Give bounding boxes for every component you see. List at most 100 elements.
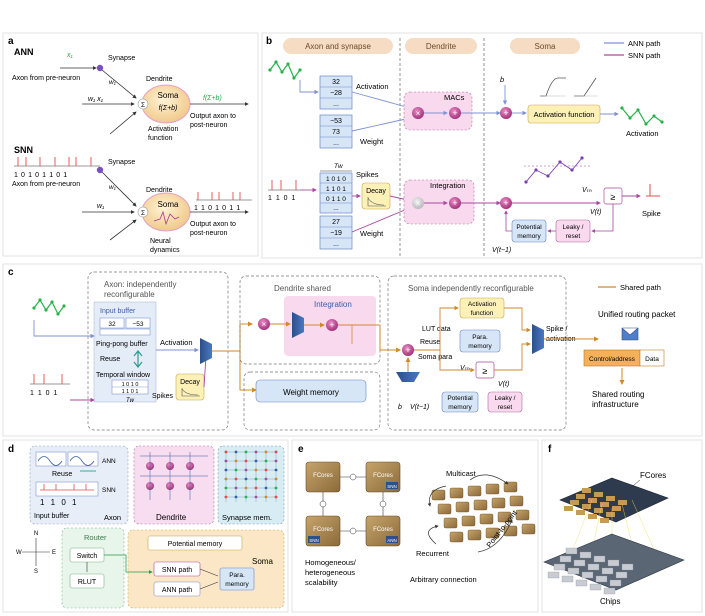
synapse-cell — [244, 495, 248, 499]
vt-label: V(t) — [590, 209, 601, 216]
d-reuse-label: Reuse — [52, 471, 72, 478]
synapse-cell — [224, 495, 228, 499]
chip-tile — [521, 523, 536, 535]
chip-cell — [579, 551, 592, 559]
d-pe-array — [140, 452, 208, 500]
d-dendrite-box — [133, 445, 215, 525]
synapse-cell — [244, 450, 248, 454]
c-ann-input-dots — [32, 298, 66, 316]
header-dendrite — [405, 38, 477, 54]
snn-soma-label: Soma — [158, 200, 179, 209]
ann-input-dots — [268, 60, 302, 80]
c-activation-fn-2: function — [471, 310, 494, 317]
w1x1-label: w₁ x₁ — [88, 96, 104, 103]
snn-soma-add-sign: + — [503, 198, 508, 208]
snn-dendrite-arrow-3 — [109, 219, 137, 241]
c-leaky-reset-2: reset — [498, 404, 513, 411]
decay-text: Decay — [366, 188, 386, 195]
c-soma-add — [402, 344, 414, 356]
synapse-cell — [234, 486, 238, 490]
chip-cell — [567, 567, 580, 575]
snn-add-sign: + — [452, 198, 457, 208]
fcore-cell — [594, 492, 603, 497]
dendrite-mux — [292, 312, 304, 338]
snn-dendrite-arrow-1 — [101, 171, 137, 207]
macs-box — [403, 91, 473, 131]
panel-e: e FCores FCores SNN FCores SNN FCores AN… — [291, 439, 539, 613]
chip-cell — [595, 575, 608, 583]
fcores-grid — [564, 488, 627, 523]
c-potential-memory-2: memory — [448, 404, 472, 411]
fcore-cell — [612, 506, 621, 511]
chip-cell — [589, 583, 602, 591]
weight-buffer — [319, 114, 353, 149]
chip-cell — [603, 587, 616, 595]
d-para-memory — [219, 567, 255, 591]
dendrite-arrow-1 — [101, 69, 137, 99]
pingpong-label: Ping-pong buffer — [96, 341, 148, 348]
panel-d: d ANN Reuse SNN 1 1 0 1 Input buffer Axo… — [2, 439, 289, 613]
dendrite-label: Dendrite — [146, 76, 173, 83]
fcore-cell — [576, 510, 585, 515]
snn-w1-b: w₁ — [97, 203, 105, 210]
snn-out-spike-train — [197, 192, 241, 200]
sigma: Σ — [141, 102, 145, 109]
weight-memory-outer — [243, 371, 381, 431]
fcore-tile-2-tag — [386, 482, 398, 489]
synapse-cell — [254, 495, 258, 499]
add-op-sign: + — [452, 108, 457, 118]
fcore-cell — [582, 488, 591, 493]
potential-memory-1: Potential — [516, 224, 542, 231]
legend-snn-text: SNN path — [628, 51, 661, 60]
d-router-to-soma — [104, 554, 153, 574]
ann-input-wave — [269, 60, 301, 80]
snn-dendrite-label: Dendrite — [146, 187, 173, 194]
chip-cell — [587, 563, 600, 571]
c-b-label: b — [398, 404, 402, 411]
snn-bits-out: 1 1 0 1 0 1 1 — [194, 205, 241, 212]
c-mult-op — [258, 318, 270, 330]
panel-c-letter: c — [8, 267, 14, 278]
temporal-window-label: Temporal window — [96, 372, 151, 379]
chip-tile — [431, 489, 446, 501]
panel-d-letter: d — [8, 444, 14, 455]
act-to-mult — [351, 91, 411, 110]
d-rlut-box — [69, 573, 105, 589]
integration-label: Integration — [430, 181, 465, 190]
compass: N W E S — [16, 531, 56, 575]
soma-out-mux — [532, 324, 544, 354]
synapse-cell — [244, 477, 248, 481]
chip-tile — [449, 531, 464, 543]
spike-row-0: 1 0 1 0 — [326, 176, 346, 183]
fcore-tile-4-tag-text: ANN — [387, 538, 397, 543]
buf-val-1: −53 — [132, 321, 143, 328]
ann-output-dots — [620, 106, 664, 126]
soma-para-label: Soma para — [418, 354, 452, 361]
chip-tile — [443, 517, 458, 529]
act-val-2: ... — [333, 101, 339, 108]
chip-cell — [593, 555, 606, 563]
dendrite-arrow-3 — [109, 111, 137, 135]
fcore-cell — [600, 502, 609, 507]
d-dendrite-label: Dendrite — [156, 513, 187, 522]
recurrent-label: Recurrent — [416, 549, 450, 558]
ann-output-wave — [621, 107, 663, 125]
d-potential-memory-text: Potential memory — [168, 541, 223, 548]
spike-out-label: Spike — [642, 209, 661, 218]
chips-grid — [547, 547, 634, 595]
chip-tile — [485, 483, 500, 495]
weight-val-0: −53 — [330, 118, 342, 125]
c-add-sign: + — [329, 320, 334, 330]
snn-mult-op — [412, 197, 424, 209]
weight-to-op — [351, 206, 413, 233]
chip-tile — [485, 527, 500, 539]
chips-label: Chips — [600, 597, 620, 606]
d-synapse-box — [217, 445, 285, 525]
chip-tile — [467, 529, 482, 541]
shared-routing-2: infrastructure — [592, 400, 639, 409]
compass-w: W — [16, 550, 22, 556]
weight-val-2: ... — [333, 140, 339, 147]
chip-cell — [561, 575, 574, 583]
snn-weight-buffer — [319, 215, 353, 250]
soma-label: Soma — [158, 91, 179, 100]
